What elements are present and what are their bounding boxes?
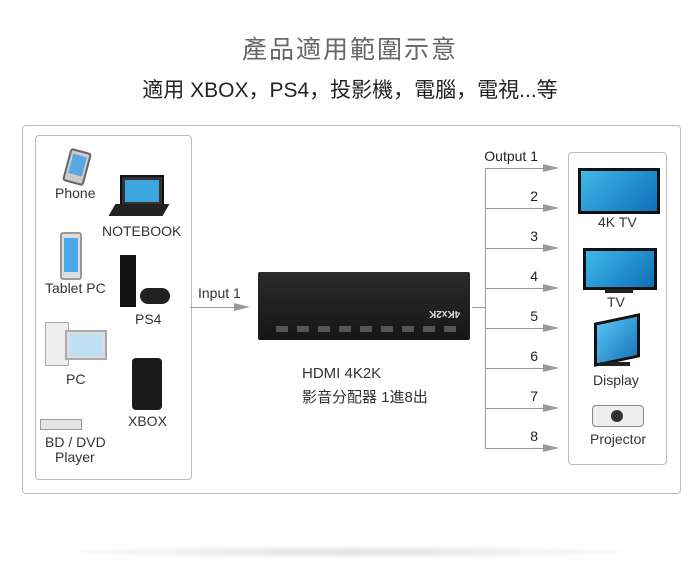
device-name-2: 影音分配器 1進8出 (302, 389, 428, 406)
device-badge: 4Kx2K (428, 308, 460, 319)
tv-icon (583, 248, 657, 290)
phone-label: Phone (55, 185, 96, 201)
output-arrow-icon (543, 404, 559, 412)
ps4-icon (120, 255, 136, 307)
display-label: Display (593, 372, 639, 388)
dvd-player-icon (40, 419, 82, 430)
xbox-icon (132, 358, 162, 410)
output-line (485, 328, 543, 329)
ps4-label: PS4 (135, 311, 162, 327)
output-label: 5 (530, 308, 538, 324)
output-line (485, 448, 543, 449)
output-label: 8 (530, 428, 538, 444)
output-label: 3 (530, 228, 538, 244)
4k-tv-icon (578, 168, 660, 214)
output-label: 4 (530, 268, 538, 284)
input-arrow-icon (234, 303, 250, 311)
xbox-label: XBOX (128, 413, 167, 429)
bottom-shadow (40, 545, 660, 559)
pc-monitor-icon (65, 330, 107, 360)
device-name-1: HDMI 4K2K (302, 365, 382, 382)
output-arrow-icon (543, 164, 559, 172)
controller-icon (140, 288, 170, 304)
hdmi-splitter-image: 4Kx2K (258, 272, 470, 340)
output-label: 7 (530, 388, 538, 404)
output-line (485, 408, 543, 409)
output-arrow-icon (543, 364, 559, 372)
projector-icon (592, 405, 644, 427)
output-line (485, 208, 543, 209)
bd-dvd-label-1: BD / DVD (45, 434, 106, 450)
output-line (485, 248, 543, 249)
hdmi-ports (276, 326, 462, 332)
display-stand-icon (600, 362, 630, 366)
notebook-keyboard-icon (108, 204, 170, 216)
notebook-label: NOTEBOOK (102, 223, 182, 239)
tv-label: TV (607, 294, 625, 310)
tv-stand-icon (605, 289, 633, 293)
output-label: Output 1 (484, 148, 538, 164)
output-arrow-icon (543, 444, 559, 452)
page-title: 產品適用範圍示意 (241, 36, 458, 64)
output-arrow-icon (543, 204, 559, 212)
output-arrow-icon (543, 244, 559, 252)
tablet-icon (60, 232, 82, 280)
output-line (485, 168, 543, 169)
bd-dvd-label-2: Player (55, 449, 95, 465)
projector-label: Projector (590, 431, 647, 447)
output-line (485, 368, 543, 369)
input-label: Input 1 (198, 285, 241, 301)
output-arrow-icon (543, 324, 559, 332)
output-label: 6 (530, 348, 538, 364)
tablet-label: Tablet PC (45, 280, 106, 296)
output-arrow-icon (543, 284, 559, 292)
output-label: 2 (530, 188, 538, 204)
pc-label: PC (66, 371, 86, 387)
4k-tv-label: 4K TV (598, 214, 637, 230)
notebook-icon (120, 175, 164, 207)
subtitle: 適用 XBOX，PS4，投影機，電腦，電視...等 (142, 79, 558, 102)
output-line (485, 288, 543, 289)
